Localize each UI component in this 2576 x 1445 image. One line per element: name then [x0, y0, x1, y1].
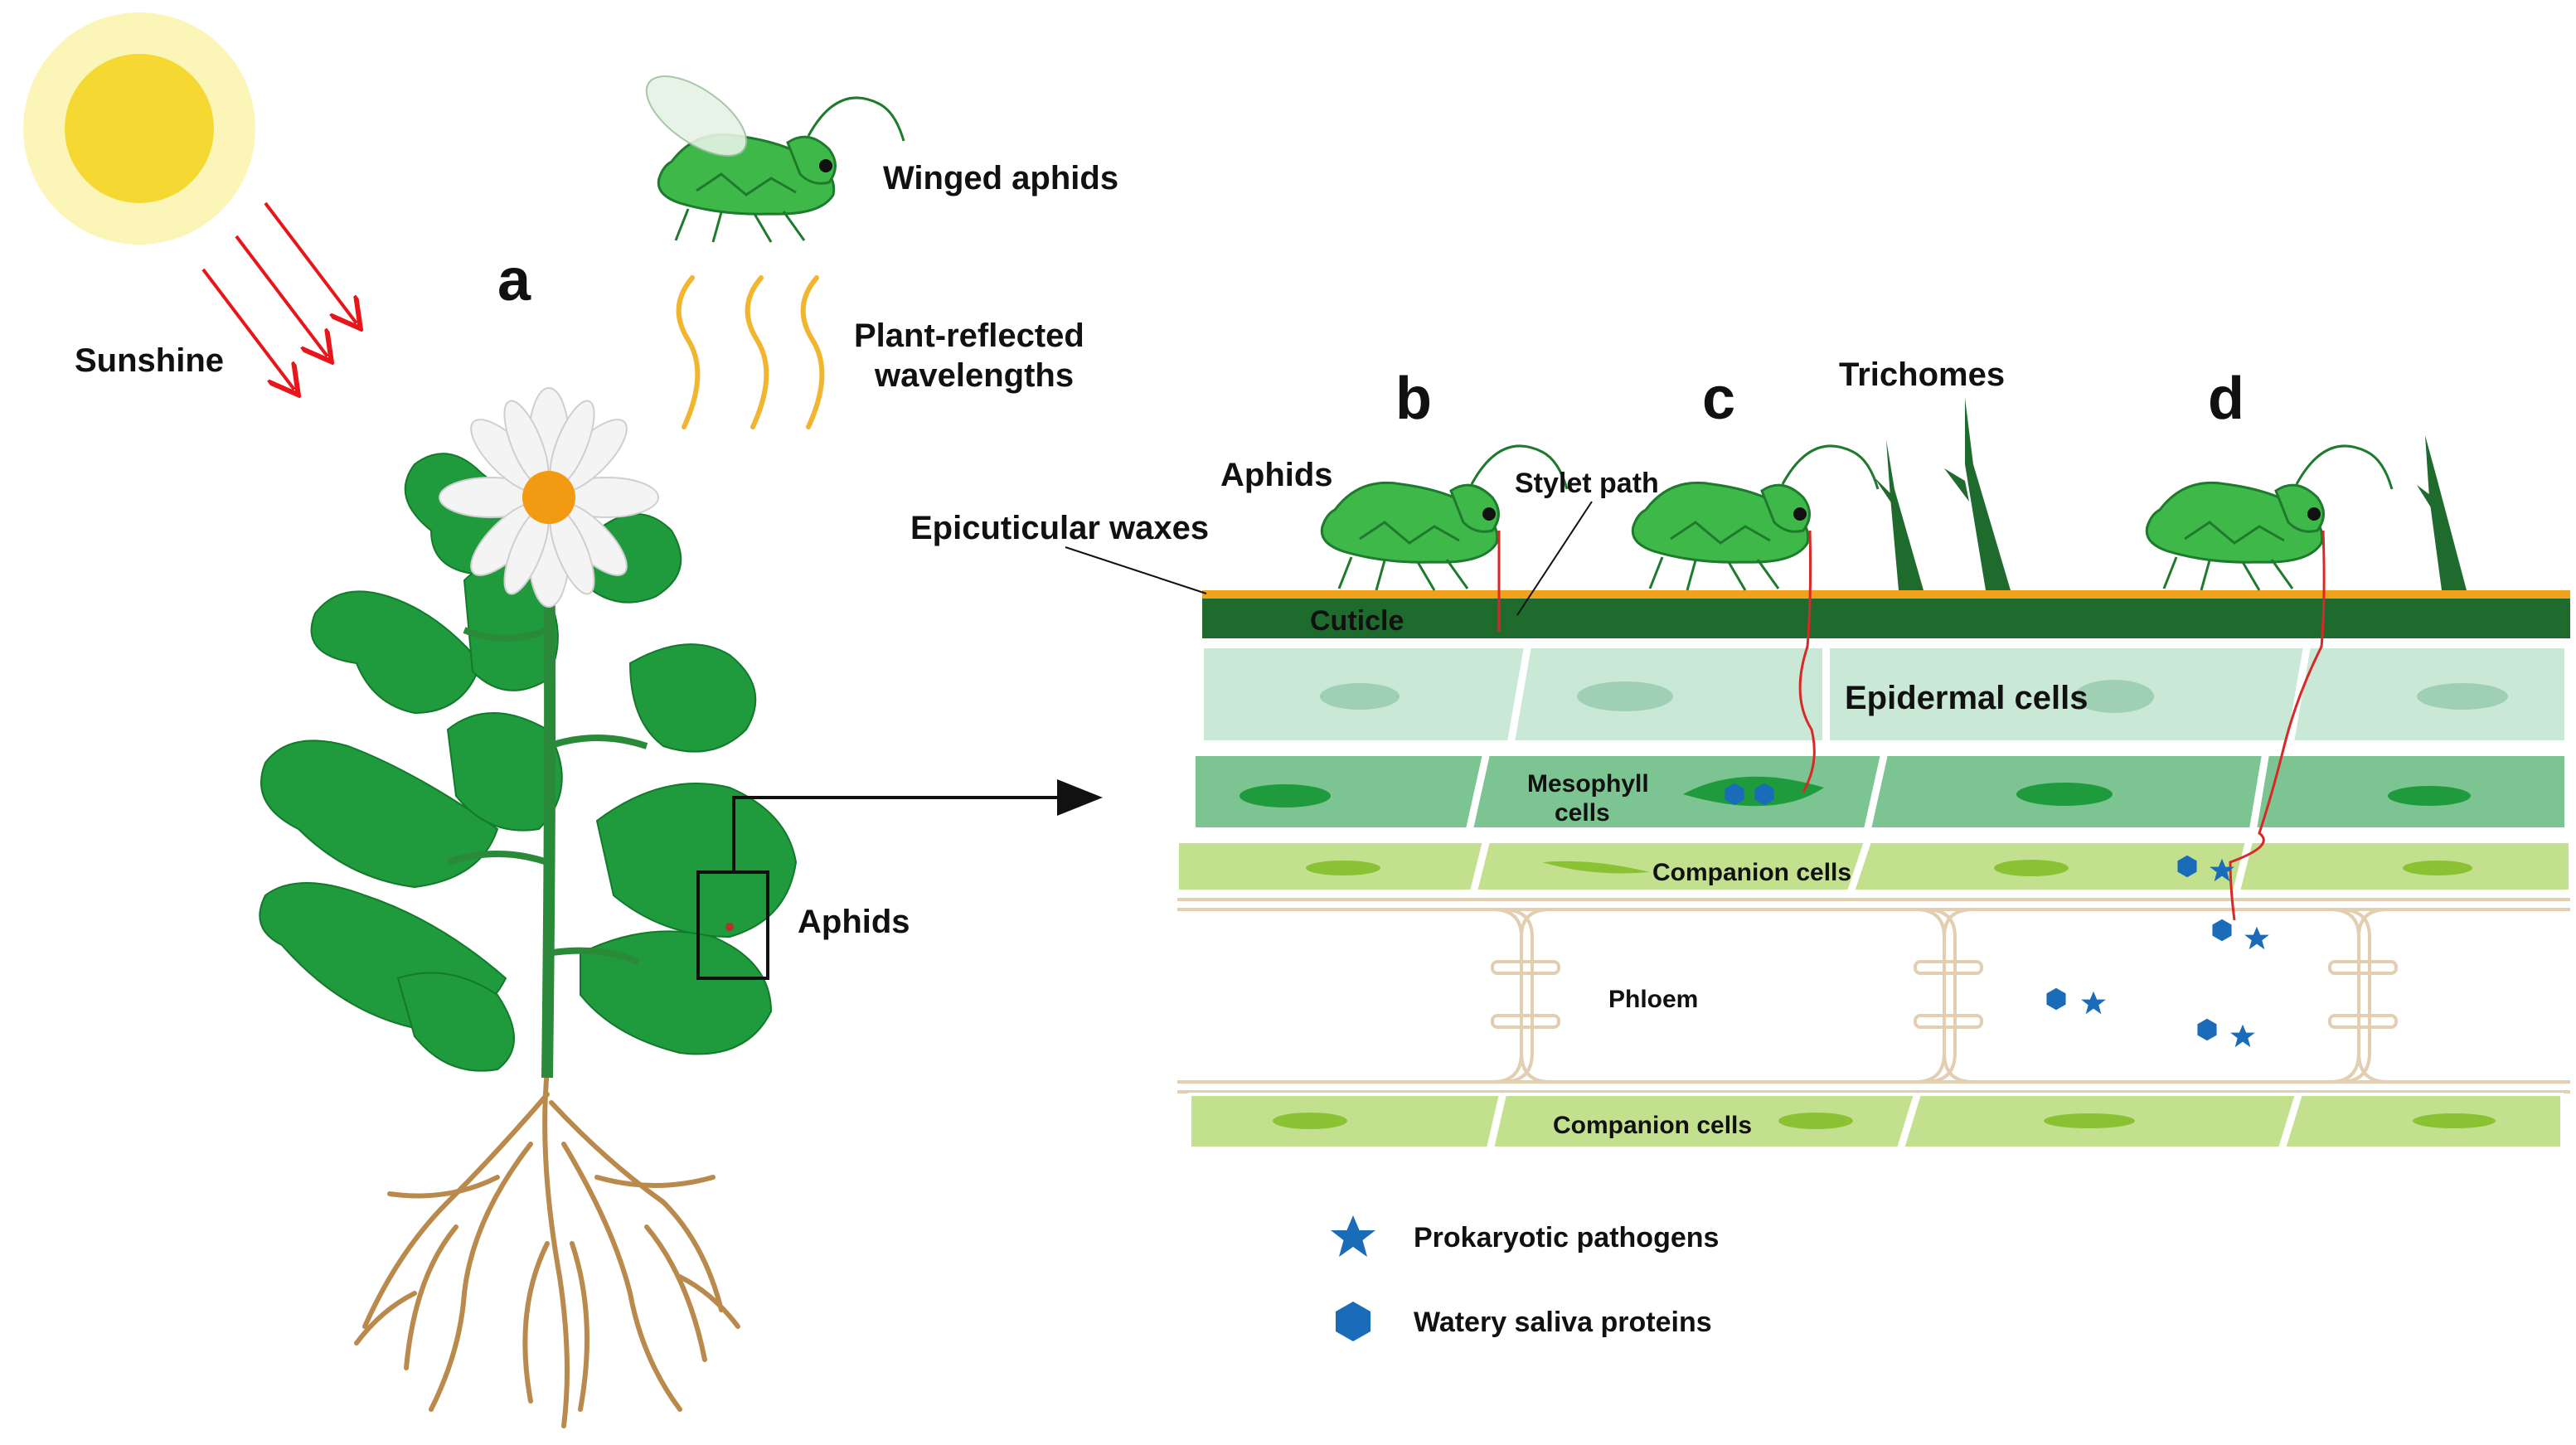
panel-label-d: d	[2208, 366, 2244, 432]
mesophyll-label-line2: cells	[1555, 799, 1610, 827]
aphids-top-label: Aphids	[1220, 457, 1333, 493]
plant-leaves	[259, 453, 798, 1072]
cuticle-layer	[1202, 599, 2570, 638]
leaf-cross-section	[1065, 398, 2572, 1150]
trichomes-label: Trichomes	[1839, 356, 2005, 393]
legend: Prokaryotic pathogens Watery saliva prot…	[1331, 1215, 1719, 1341]
reflected-waves-icon	[676, 275, 825, 429]
aphids-plant-label: Aphids	[798, 904, 910, 940]
legend-star-icon	[1331, 1215, 1375, 1257]
winged-aphids-label: Winged aphids	[883, 160, 1118, 196]
epidermal-cells-label: Epidermal cells	[1845, 680, 2088, 716]
companion-cell-row-top	[1176, 840, 2572, 893]
legend-label-hexagon: Watery saliva proteins	[1414, 1307, 1712, 1338]
panel-label-a: a	[497, 247, 531, 313]
sunshine-label: Sunshine	[75, 342, 224, 379]
stylet-paths	[1497, 530, 2326, 921]
mesophyll-cell-row	[1192, 753, 2568, 831]
plant-reflected-label-line2: wavelengths	[874, 357, 1074, 394]
sun-icon	[23, 12, 255, 245]
plant-stem	[541, 530, 556, 1079]
phloem-sieve-tubes	[1177, 898, 2570, 1093]
legend-hexagon-icon	[1336, 1302, 1370, 1341]
sun-rays	[201, 201, 357, 390]
cuticle-label: Cuticle	[1310, 605, 1404, 637]
stylet-pointer	[1516, 501, 1593, 616]
winged-aphid-icon	[633, 61, 904, 242]
plant-illustration	[259, 387, 1103, 1428]
stylet-path-label: Stylet path	[1515, 468, 1659, 499]
epicuticular-wax-layer	[1202, 590, 2570, 599]
zoom-arrow	[732, 796, 1061, 872]
aphid-c-icon	[1631, 444, 1880, 592]
panel-label-b: b	[1395, 366, 1432, 432]
panel-label-c: c	[1702, 366, 1735, 432]
wax-pointer	[1065, 546, 1207, 594]
epicuticular-waxes-label: Epicuticular waxes	[910, 510, 1209, 546]
companion-cell-row-bottom	[1188, 1093, 2564, 1150]
phloem-label: Phloem	[1608, 986, 1698, 1013]
plant-roots	[354, 1067, 740, 1428]
aphid-d-icon	[2145, 444, 2394, 592]
companion-cells-top-label: Companion cells	[1652, 859, 1851, 886]
companion-cells-bottom-label: Companion cells	[1553, 1112, 1752, 1139]
mesophyll-label-line1: Mesophyll	[1527, 770, 1649, 798]
legend-label-star: Prokaryotic pathogens	[1414, 1222, 1719, 1253]
trichome-icons	[1874, 398, 2467, 590]
daisy-flower-icon	[439, 387, 659, 608]
plant-reflected-label-line1: Plant-reflected	[854, 318, 1084, 354]
aphid-dot-icon	[725, 923, 734, 931]
